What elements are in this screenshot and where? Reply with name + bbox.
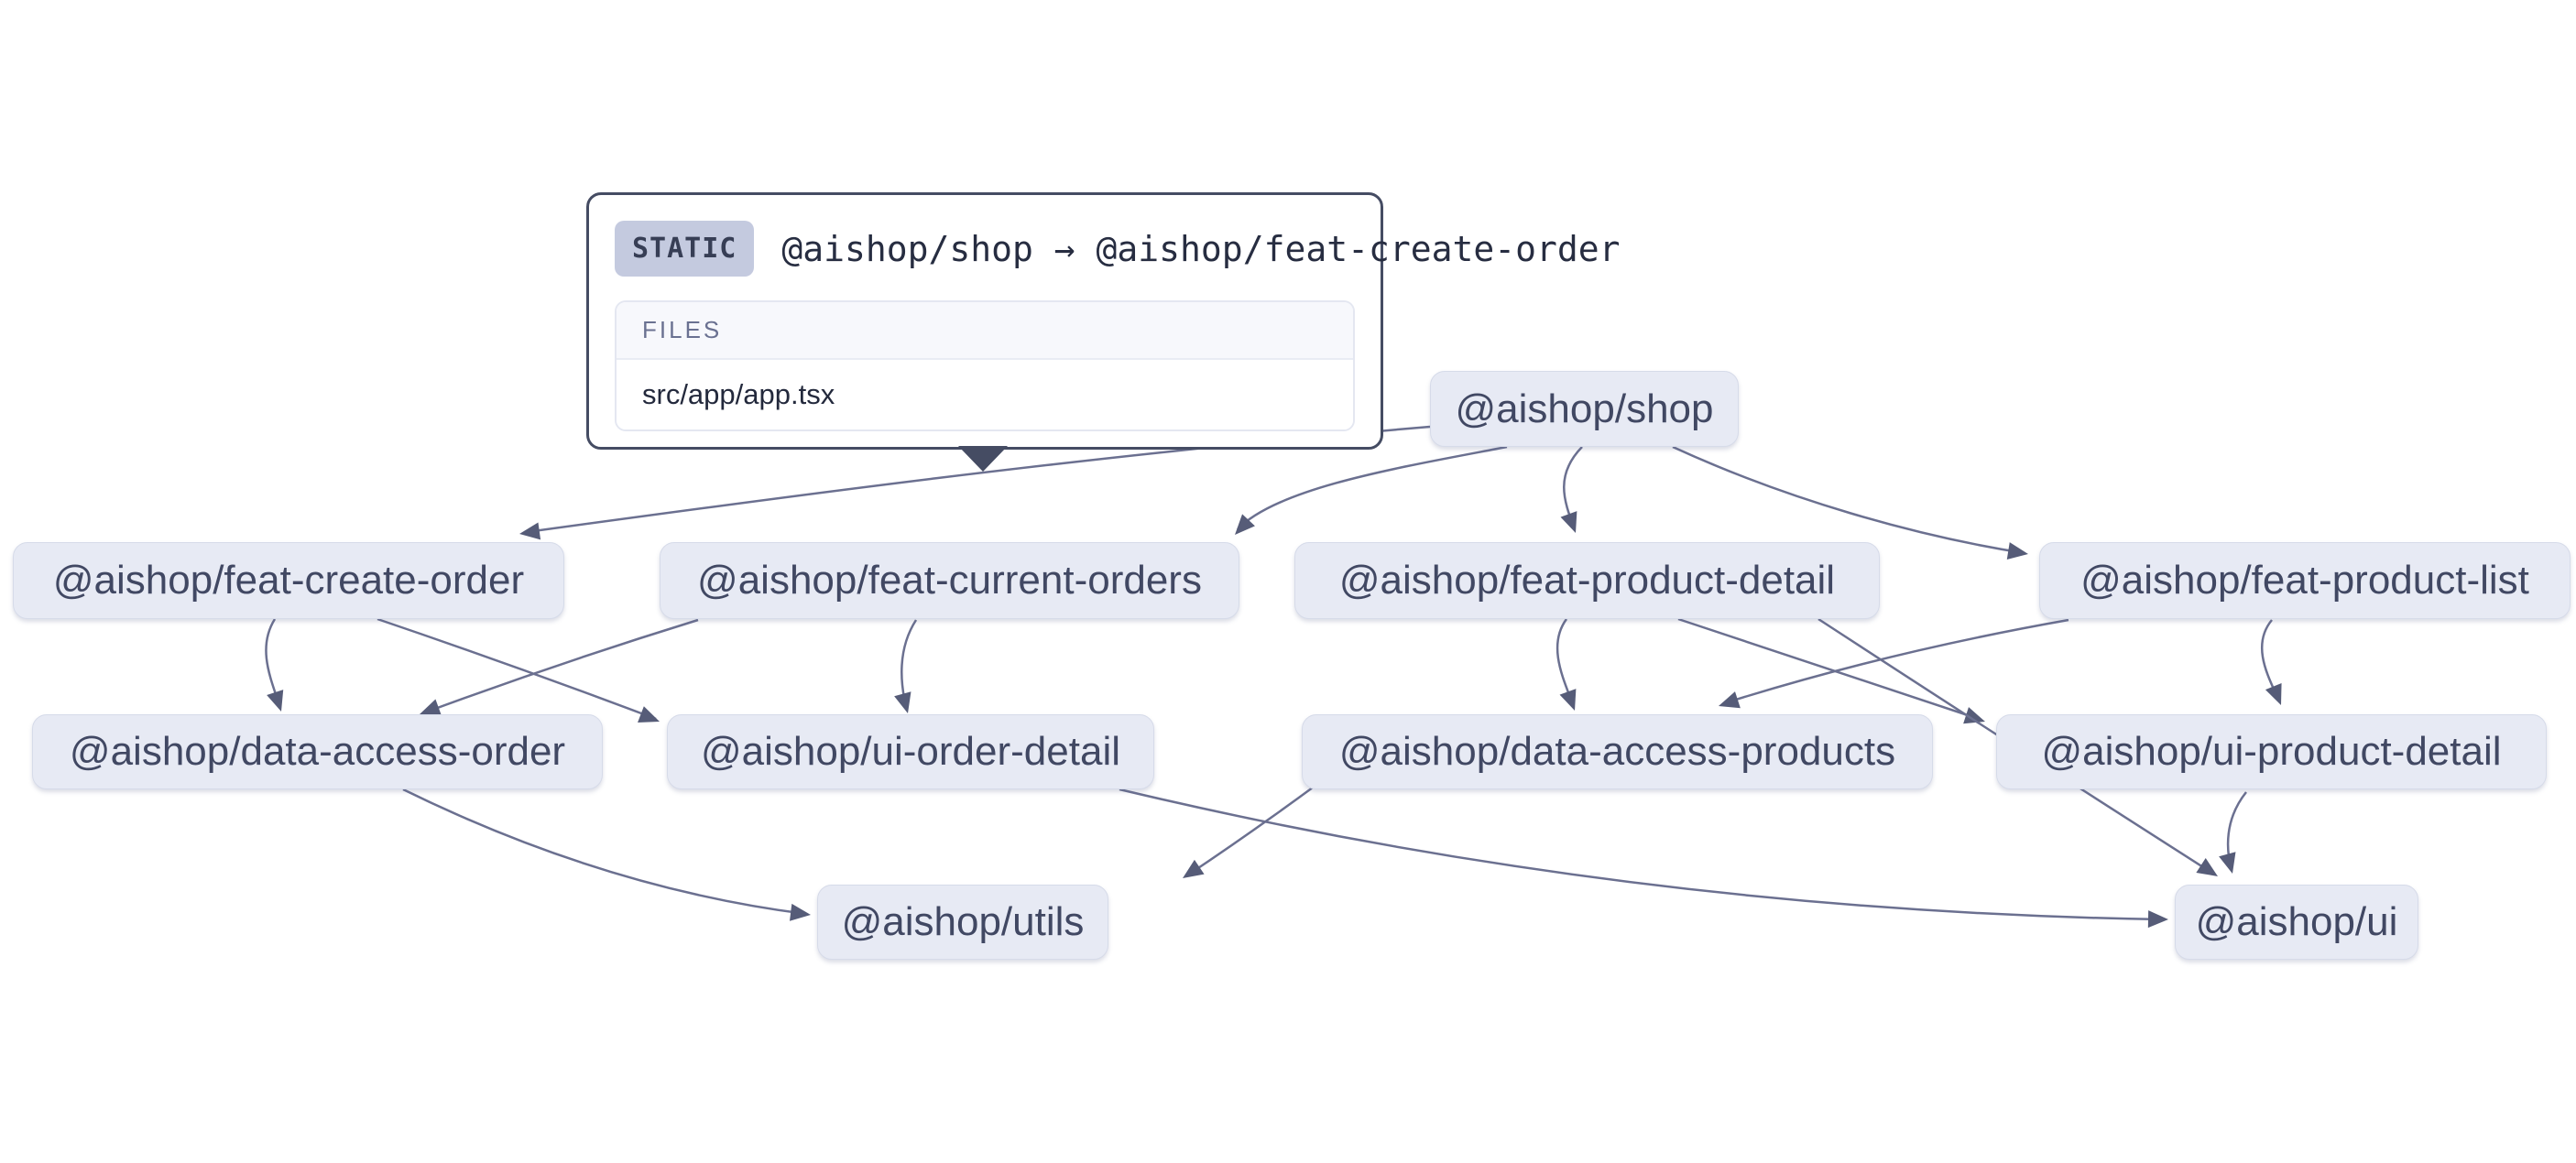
edge-arrowhead-icon (1235, 514, 1255, 535)
edge-data-access-order-to-utils[interactable] (402, 788, 812, 923)
edge-ui-order-detail-to-ui[interactable] (1119, 788, 2168, 929)
edge-arrowhead-icon (1183, 859, 1205, 878)
graph-node-feat-product-list[interactable]: @aishop/feat-product-list (2039, 542, 2571, 619)
edge-type-badge: STATIC (615, 221, 755, 277)
edge-arrowhead-icon (420, 699, 442, 716)
edge-arrowhead-icon (1559, 689, 1577, 711)
edge-file-item: src/app/app.tsx (617, 360, 1353, 429)
edge-arrowhead-icon (1560, 511, 1577, 533)
graph-node-utils[interactable]: @aishop/utils (817, 885, 1108, 960)
edge-tooltip-label: @aishop/shop → @aishop/feat-create-order (781, 228, 1621, 269)
edge-arrowhead-icon (2006, 542, 2028, 560)
edge-feat-product-list-to-data-access-products[interactable] (1716, 618, 2069, 714)
graph-node-ui[interactable]: @aishop/ui (2175, 885, 2418, 960)
edge-arrowhead-icon (638, 706, 660, 723)
edge-tooltip: STATIC @aishop/shop → @aishop/feat-creat… (586, 192, 1621, 472)
edge-data-access-products-to-utils[interactable] (1178, 783, 1317, 886)
edge-feat-current-orders-to-data-access-order[interactable] (417, 618, 699, 723)
graph-node-shop[interactable]: @aishop/shop (1430, 371, 1739, 447)
edge-feat-current-orders-to-ui-order-detail[interactable] (894, 619, 918, 715)
edge-shop-to-feat-current-orders[interactable] (1228, 445, 1508, 540)
edge-ui-product-detail-to-ui[interactable] (2219, 791, 2247, 875)
edge-arrowhead-icon (267, 690, 284, 712)
edge-shop-to-feat-product-detail[interactable] (1560, 446, 1584, 536)
edge-arrowhead-icon (894, 691, 911, 713)
graph-node-data-access-products[interactable]: @aishop/data-access-products (1302, 714, 1933, 789)
graph-node-feat-current-orders[interactable]: @aishop/feat-current-orders (660, 542, 1239, 619)
edge-arrowhead-icon (2147, 910, 2168, 929)
graph-node-ui-product-detail[interactable]: @aishop/ui-product-detail (1996, 714, 2547, 789)
edge-shop-to-feat-product-list[interactable] (1672, 445, 2029, 562)
edge-feat-product-detail-to-ui-product-detail[interactable] (1677, 617, 1988, 730)
tooltip-pointer-icon (958, 446, 1008, 472)
graph-node-ui-order-detail[interactable]: @aishop/ui-order-detail (667, 714, 1154, 789)
graph-node-feat-product-detail[interactable]: @aishop/feat-product-detail (1294, 542, 1880, 619)
edge-arrowhead-icon (1719, 691, 1741, 709)
edge-files-header: FILES (617, 302, 1353, 360)
edge-arrowhead-icon (2265, 683, 2282, 705)
edge-arrowhead-icon (2219, 852, 2236, 874)
edge-feat-create-order-to-data-access-order[interactable] (265, 618, 289, 714)
edge-tooltip-header: STATIC @aishop/shop → @aishop/feat-creat… (615, 221, 1621, 277)
edge-arrowhead-icon (1963, 707, 1985, 724)
edge-feat-product-detail-to-data-access-products[interactable] (1555, 618, 1583, 713)
edge-arrowhead-icon (790, 903, 811, 921)
edge-feat-product-list-to-ui-product-detail[interactable] (2261, 619, 2289, 709)
edge-arrowhead-icon (2196, 858, 2218, 876)
edge-arrowhead-icon (519, 522, 541, 540)
edge-feat-create-order-to-ui-order-detail[interactable] (377, 617, 662, 730)
graph-node-feat-create-order[interactable]: @aishop/feat-create-order (13, 542, 564, 619)
edge-files-panel: FILES src/app/app.tsx (615, 300, 1355, 431)
graph-node-data-access-order[interactable]: @aishop/data-access-order (32, 714, 603, 789)
